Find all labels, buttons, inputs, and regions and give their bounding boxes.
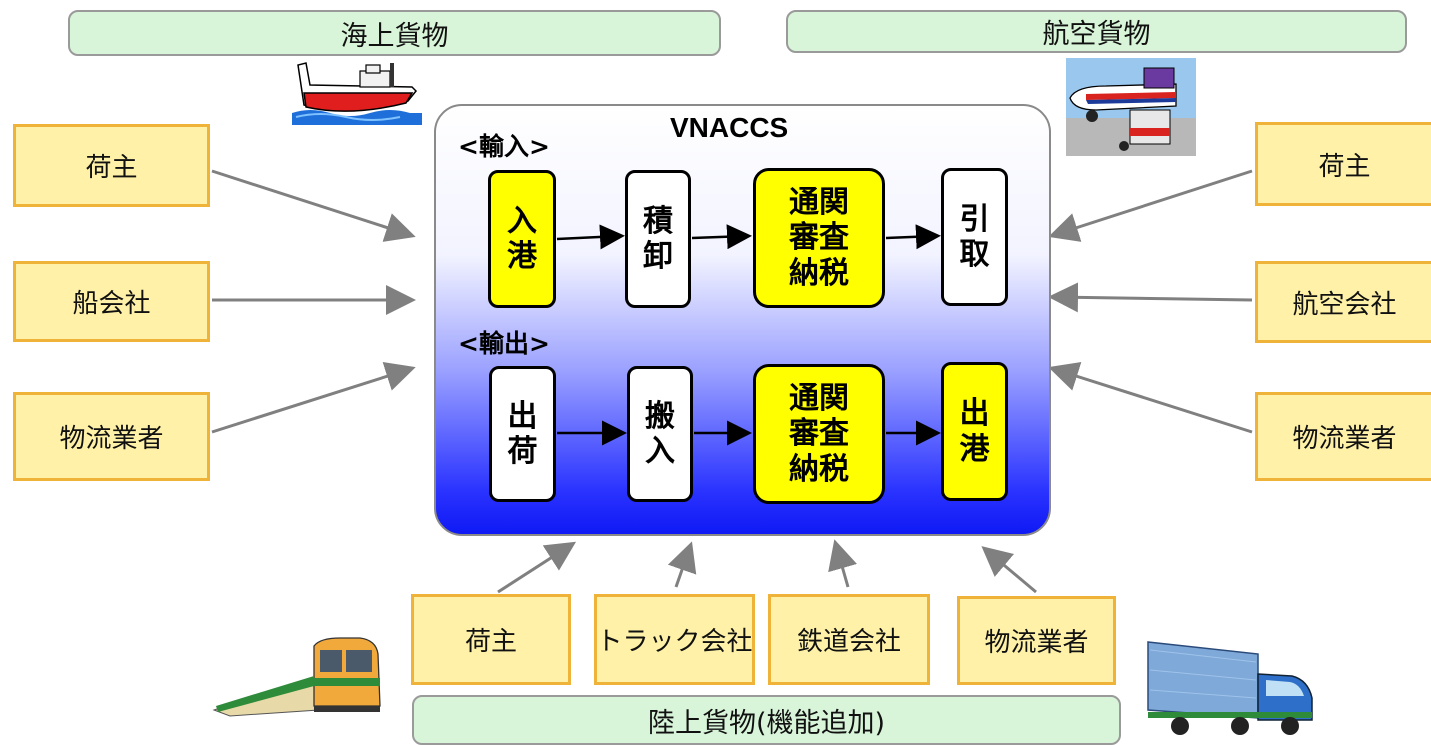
ship-icon — [292, 62, 422, 125]
sea-cargo-category: 海上貨物 — [68, 10, 721, 56]
export-step-customs: 通関審査納税 — [753, 364, 885, 504]
system-title: VNACCS — [670, 112, 789, 143]
land-cargo-category: 陸上貨物(機能追加) — [412, 695, 1121, 745]
party-left-shipping-company: 船会社 — [13, 261, 210, 342]
air-cargo-label: 航空貨物 — [1042, 19, 1151, 50]
import-section-label: <輸入> — [458, 132, 550, 161]
import-step-customs: 通関審査納税 — [753, 168, 885, 308]
party-right-logistics: 物流業者 — [1255, 392, 1431, 481]
party-left-logistics: 物流業者 — [13, 392, 210, 481]
arrow-bottom-rail — [828, 539, 858, 588]
arrow-bottom-shipper — [497, 541, 577, 594]
export-step-carry-in: 搬入 — [627, 366, 693, 502]
arrow-right-shipper — [1048, 169, 1253, 242]
import-step-pickup: 引取 — [941, 168, 1008, 306]
import-step-arrival: 入港 — [488, 170, 556, 308]
air-cargo-category: 航空貨物 — [786, 10, 1407, 53]
export-step-departure: 出港 — [941, 362, 1008, 501]
truck-icon — [1147, 641, 1313, 735]
arrow-bottom-logistics — [981, 546, 1037, 594]
train-icon — [212, 637, 381, 717]
party-bottom-truck-company: トラック会社 — [594, 594, 755, 685]
import-step-unloading: 積卸 — [625, 170, 691, 308]
party-right-shipper: 荷主 — [1255, 122, 1431, 206]
party-bottom-logistics: 物流業者 — [957, 596, 1116, 685]
arrow-bottom-truck — [667, 541, 697, 588]
party-left-shipper: 荷主 — [13, 124, 210, 207]
export-step-shipping: 出荷 — [489, 366, 556, 502]
arrow-right-logistics — [1048, 361, 1253, 434]
arrow-left-logistics — [211, 361, 416, 434]
sea-cargo-label: 海上貨物 — [340, 20, 449, 52]
arrow-right-airline — [1048, 282, 1253, 313]
airplane-icon — [1066, 58, 1196, 156]
arrow-left-shipper — [211, 169, 416, 242]
party-right-airline: 航空会社 — [1255, 261, 1431, 343]
land-cargo-label: 陸上貨物(機能追加) — [647, 707, 886, 739]
party-bottom-rail-company: 鉄道会社 — [768, 594, 930, 685]
export-section-label: <輸出> — [458, 329, 550, 358]
party-bottom-shipper: 荷主 — [411, 594, 571, 685]
